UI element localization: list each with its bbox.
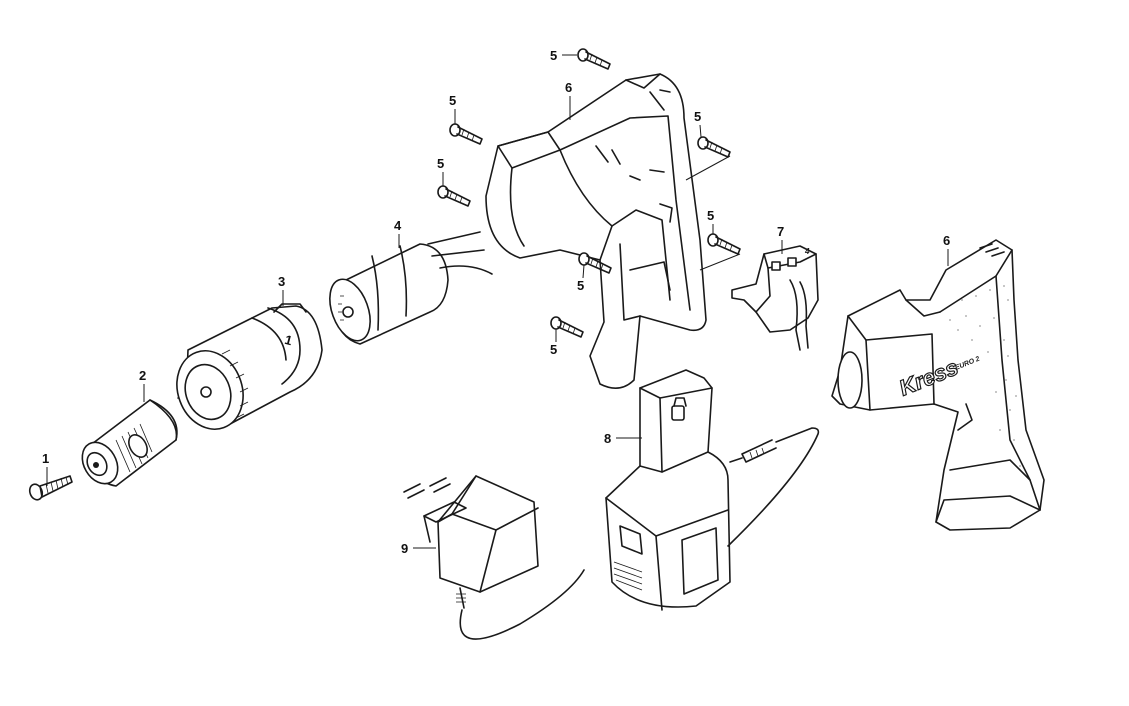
callouts: 1 2 3 4 5 5 5 5 5 5 5 6 6: [42, 48, 950, 556]
gearbox-marking: 1: [283, 332, 294, 348]
part-4-motor: [329, 231, 493, 345]
callout-1: 1: [42, 451, 49, 466]
part-6-housing-left-half: [485, 73, 707, 389]
callout-7: 7: [777, 224, 784, 239]
callout-6b: 6: [943, 233, 950, 248]
screw-5a: [577, 48, 611, 70]
screw-5c: [437, 185, 471, 207]
part-6-housing-right-half: Kress EURO 2: [831, 239, 1045, 531]
part-1-screw: [28, 475, 73, 501]
callout-5e: 5: [707, 208, 714, 223]
screw-5b: [449, 123, 483, 145]
callout-8: 8: [604, 431, 611, 446]
callout-5d: 5: [694, 109, 701, 124]
callout-5b: 5: [449, 93, 456, 108]
callout-6a: 6: [565, 80, 572, 95]
screw-5g: [550, 316, 584, 338]
housing-texture: [949, 285, 1021, 467]
part-9-charger: [403, 475, 585, 640]
callout-5f: 5: [577, 278, 584, 293]
callout-3: 3: [278, 274, 285, 289]
part-8-battery-pack: [605, 369, 820, 611]
callout-2: 2: [139, 368, 146, 383]
part-2-chuck: [81, 399, 178, 487]
callout-4: 4: [394, 218, 402, 233]
part-7-switch: 4: [731, 245, 819, 351]
callout-5c: 5: [437, 156, 444, 171]
callout-5a: 5: [550, 48, 557, 63]
callout-9: 9: [401, 541, 408, 556]
switch-marking: 4: [804, 247, 810, 256]
screw-5e: [707, 233, 741, 255]
callout-5g: 5: [550, 342, 557, 357]
part-3-gearbox: 1: [176, 303, 323, 430]
screw-5d: [697, 136, 731, 158]
